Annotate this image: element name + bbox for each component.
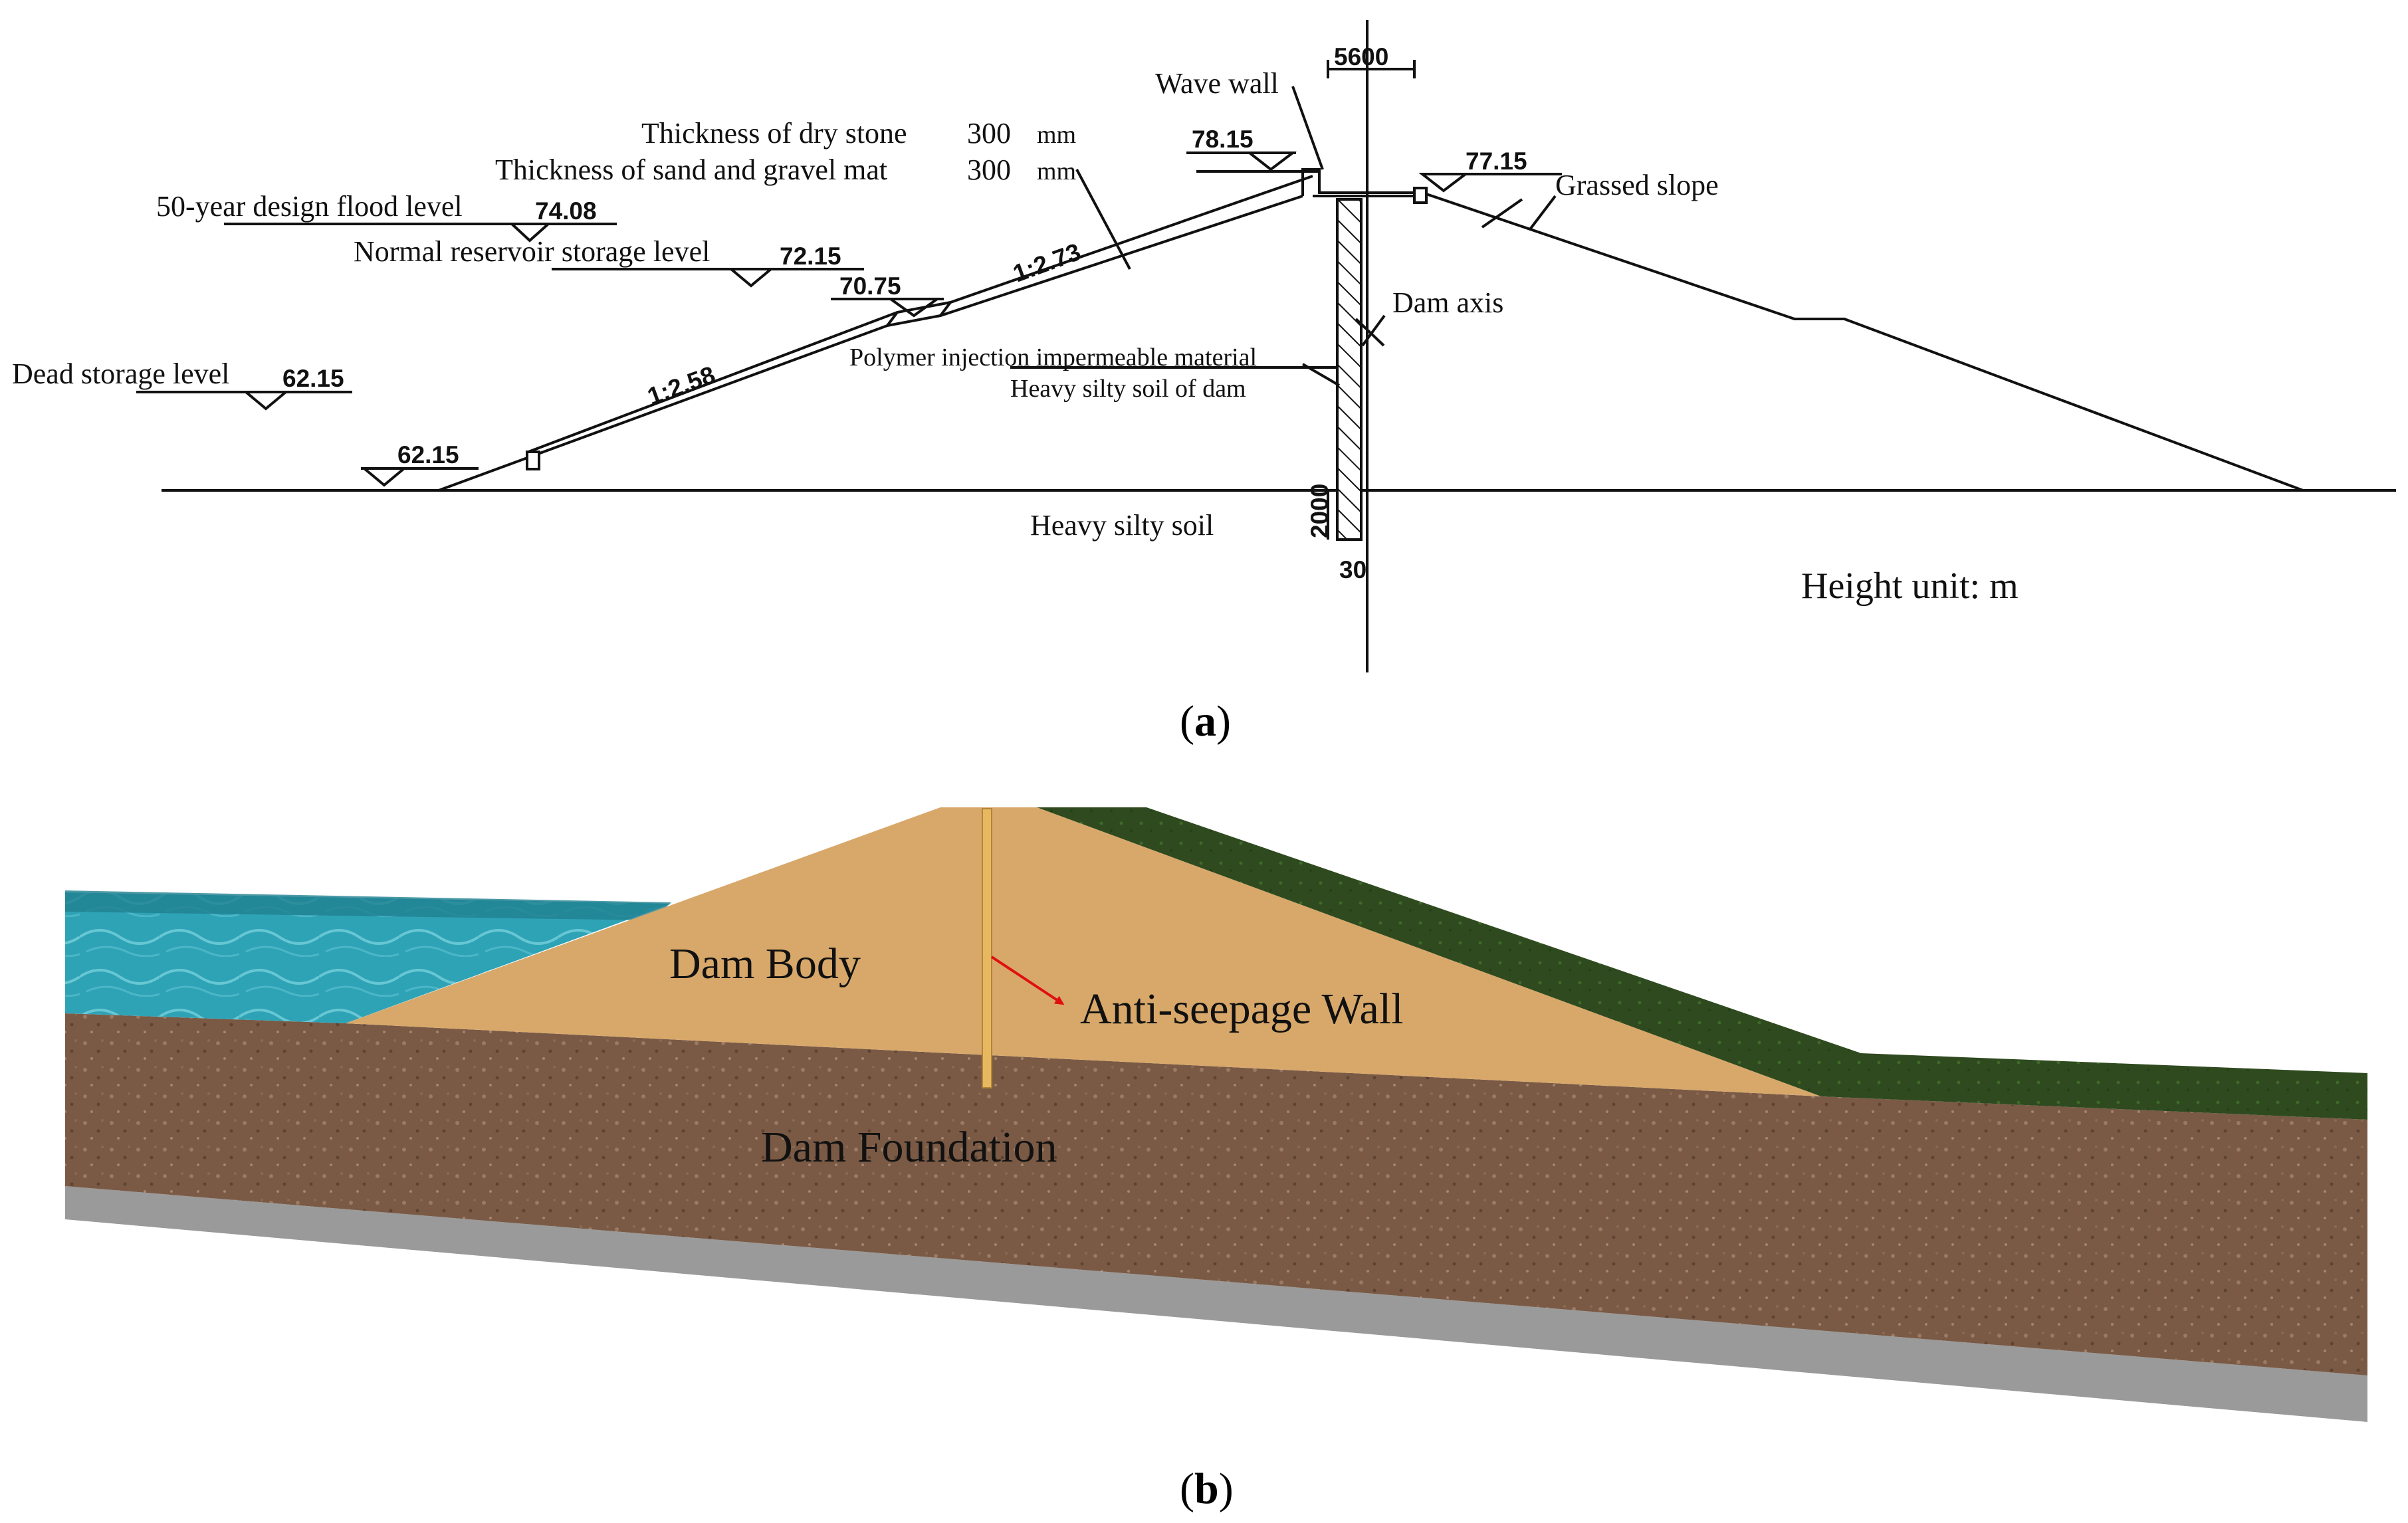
normal-level-marker (727, 268, 775, 288)
flood-level-marker (508, 223, 552, 243)
label-grassed-slope: Grassed slope (1555, 169, 1719, 201)
label-wave-wall: Wave wall (1155, 67, 1279, 100)
label-heavy-dam: Heavy silty soil of dam (1010, 375, 1246, 403)
label-sand-mat: Thickness of sand and gravel mat (495, 153, 887, 186)
anti-seepage-arrow (990, 956, 1065, 1005)
caption-b: (b) (1180, 1465, 1234, 1513)
label-anti-seepage-wall: Anti-seepage Wall (1080, 985, 1403, 1033)
label-crest-downstream: 77.15 (1466, 148, 1527, 175)
label-normal-level: Normal reservoir storage level (354, 235, 710, 268)
label-dry-stone: Thickness of dry stone (641, 117, 907, 150)
dam-body (346, 807, 1821, 1096)
dam-3d-illustration (65, 807, 2367, 1422)
crest-upstream-marker (1246, 152, 1297, 171)
label-height-unit: Height unit: m (1801, 565, 2019, 607)
grassed-slope-surface (1037, 807, 2367, 1120)
label-polymer: Polymer injection impermeable material (849, 344, 1257, 371)
reservoir-water (65, 892, 671, 1023)
berm-level-marker (886, 298, 942, 318)
label-dead-level: Dead storage level (12, 357, 229, 390)
anti-seepage-wall-section (1336, 198, 1363, 541)
downstream-slope (1426, 193, 2304, 492)
crest-downstream-marker (1418, 173, 1470, 193)
label-normal-level-value: 72.15 (780, 243, 841, 270)
toe-level-marker (360, 467, 408, 487)
label-width: 30 (1339, 556, 1367, 583)
label-dam-body: Dam Body (669, 940, 861, 988)
label-sand-mat-unit: mm (1037, 157, 1076, 185)
anti-seepage-wall (982, 808, 992, 1088)
label-dam-axis: Dam axis (1392, 286, 1503, 319)
cross-section-drawing (136, 20, 2396, 672)
label-sand-mat-value: 300 (967, 153, 1011, 186)
label-toe-elevation: 62.15 (397, 441, 459, 468)
label-depth: 2000 (1306, 484, 1333, 538)
label-slope-lower: 1:2.58 (644, 361, 719, 410)
protection-layer (528, 175, 1313, 453)
label-flood-level-value: 74.08 (535, 197, 597, 225)
label-berm-elevation: 70.75 (839, 272, 901, 300)
label-dry-stone-unit: mm (1037, 121, 1076, 149)
label-flood-level: 50-year design flood level (156, 190, 463, 223)
label-dam-foundation: Dam Foundation (761, 1123, 1057, 1171)
label-dry-stone-value: 300 (967, 117, 1011, 150)
dam-foundation (65, 1013, 2367, 1375)
label-crest-upstream: 78.15 (1192, 126, 1254, 153)
label-5600: 5600 (1334, 43, 1388, 70)
label-dead-level-value: 62.15 (282, 365, 344, 392)
dead-level-marker (242, 391, 290, 411)
bedrock-layer (65, 1186, 2367, 1422)
caption-a: (a) (1180, 697, 1231, 746)
label-heavy-soil: Heavy silty soil (1030, 509, 1214, 542)
